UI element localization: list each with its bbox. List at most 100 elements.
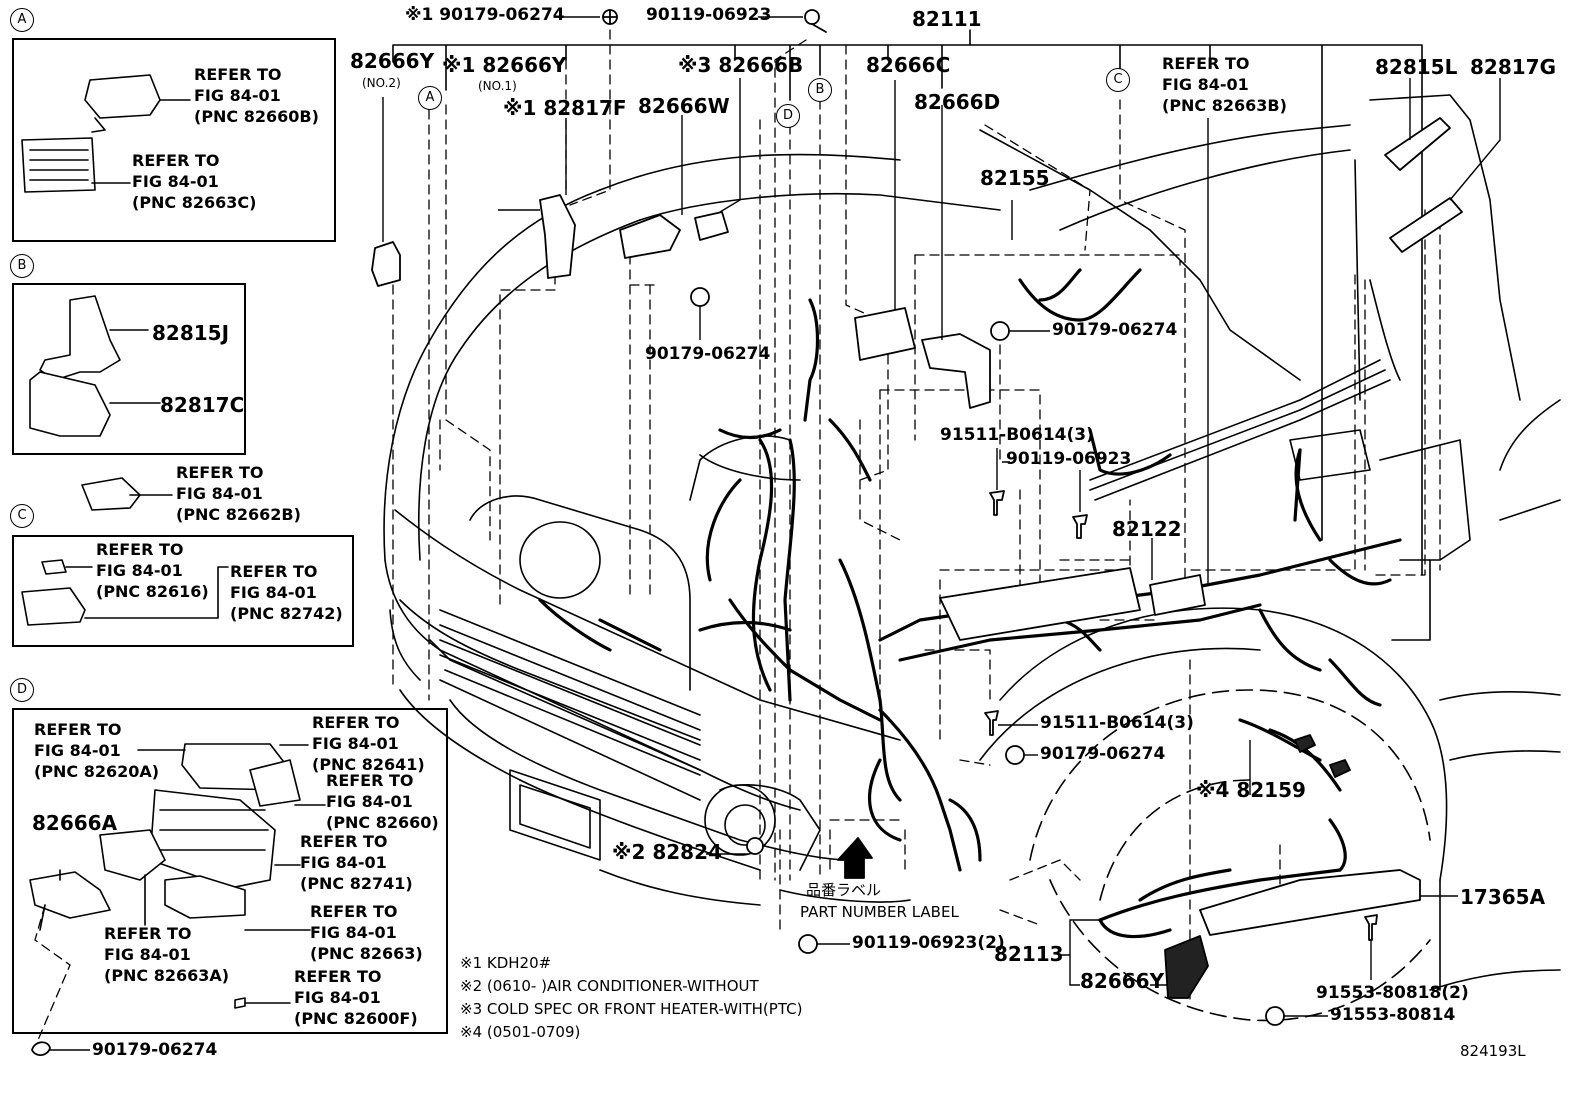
harness-wires — [538, 268, 1402, 939]
fastener-top-nut: ※1 90179-06274 — [405, 5, 565, 25]
note-4: ※4 (0501-0709) — [460, 1023, 581, 1041]
part-82666w: 82666W — [638, 94, 730, 118]
part-82824: ※2 82824 — [612, 840, 722, 864]
part-82815j: 82815J — [152, 321, 230, 345]
refer-82600f-line2: FIG 84-01 — [294, 988, 381, 1007]
part-82122: 82122 — [1112, 517, 1182, 541]
inset-c-drawing — [21, 559, 229, 626]
part-number-label-en: PART NUMBER LABEL — [800, 903, 959, 921]
fastener-91553-2: 91553-80818(2) — [1316, 983, 1469, 1003]
part-82815l: 82815L — [1375, 55, 1458, 79]
callout-c-inset: C — [10, 504, 34, 528]
refer-82742-line2: FIG 84-01 — [230, 583, 317, 602]
note-3: ※3 COLD SPEC OR FRONT HEATER-WITH(PTC) — [460, 1000, 803, 1018]
part-82666y-no2-note: (NO.2) — [362, 76, 401, 90]
refer-82662b-line1: REFER TO — [176, 463, 264, 482]
refer-82663b-line3: (PNC 82663B) — [1162, 96, 1287, 115]
fastener-90179-right: 90179-06274 — [1052, 320, 1178, 340]
refer-82620a-line1: REFER TO — [34, 720, 122, 739]
callout-d-inset: D — [10, 678, 34, 702]
refer-82616-line1: REFER TO — [96, 540, 184, 559]
refer-82741-line3: (PNC 82741) — [300, 874, 413, 893]
part-82113: 82113 — [994, 942, 1064, 966]
refer-82641: REFER TO FIG 84-01 (PNC 82641) — [312, 712, 425, 775]
refer-82663-line1: REFER TO — [310, 902, 398, 921]
part-82666y-bottom: 82666Y — [1080, 969, 1165, 993]
refer-82662b-line2: FIG 84-01 — [176, 484, 263, 503]
part-82666d: 82666D — [914, 90, 1001, 114]
wheel-outline — [1029, 689, 1431, 1022]
refer-82600f: REFER TO FIG 84-01 (PNC 82600F) — [294, 966, 418, 1029]
note-2: ※2 (0610- )AIR CONDITIONER-WITHOUT — [460, 977, 759, 995]
fastener-91553: 91553-80814 — [1330, 1005, 1456, 1025]
refer-82741: REFER TO FIG 84-01 (PNC 82741) — [300, 831, 413, 894]
refer-82663c-line3: (PNC 82663C) — [132, 193, 257, 212]
part-82666a: 82666A — [32, 811, 118, 835]
fastener-90179-bottom: 90179-06274 — [92, 1040, 218, 1060]
callout-a-inset: A — [10, 8, 34, 32]
refer-82660b-line1: REFER TO — [194, 65, 282, 84]
refer-82663b-line2: FIG 84-01 — [1162, 75, 1249, 94]
refer-82620a-line2: FIG 84-01 — [34, 741, 121, 760]
part-number-label-jp: 品番ラベル — [806, 881, 882, 899]
fastener-91511-b: 91511-B0614(3) — [1040, 713, 1194, 733]
refer-82662b: REFER TO FIG 84-01 (PNC 82662B) — [176, 462, 301, 525]
refer-82741-line1: REFER TO — [300, 832, 388, 851]
refer-82641-line2: FIG 84-01 — [312, 734, 399, 753]
part-82666y-no1-note: (NO.1) — [478, 79, 517, 93]
refer-82662b-line3: (PNC 82662B) — [176, 505, 301, 524]
part-82817c: 82817C — [160, 393, 245, 417]
refer-82663b: REFER TO FIG 84-01 (PNC 82663B) — [1162, 53, 1287, 116]
fastener-90119-2: 90119-06923(2) — [852, 933, 1005, 953]
refer-82660-line3: (PNC 82660) — [326, 813, 439, 832]
callout-a-diagram: A — [418, 86, 442, 110]
refer-82660b-line3: (PNC 82660B) — [194, 107, 319, 126]
part-82666y-no1: ※1 82666Y — [442, 53, 567, 77]
inset-a-drawing — [21, 74, 191, 193]
fastener-90179-lower: 90179-06274 — [1040, 744, 1166, 764]
part-82817g: 82817G — [1470, 55, 1556, 79]
refer-82663-line3: (PNC 82663) — [310, 944, 423, 963]
refer-82742-line3: (PNC 82742) — [230, 604, 343, 623]
refer-82663: REFER TO FIG 84-01 (PNC 82663) — [310, 901, 423, 964]
part-82817f: ※1 82817F — [503, 96, 627, 120]
part-82159: ※4 82159 — [1196, 778, 1306, 802]
refer-82663a: REFER TO FIG 84-01 (PNC 82663A) — [104, 923, 229, 986]
refer-82660b: REFER TO FIG 84-01 (PNC 82660B) — [194, 64, 319, 127]
refer-82641-line3: (PNC 82641) — [312, 755, 425, 774]
refer-82663a-line2: FIG 84-01 — [104, 945, 191, 964]
refer-82663c-line2: FIG 84-01 — [132, 172, 219, 191]
refer-82663-line2: FIG 84-01 — [310, 923, 397, 942]
figure-code: 824193L — [1460, 1042, 1526, 1060]
refer-82660-line1: REFER TO — [326, 771, 414, 790]
vehicle-body-outline — [383, 94, 1561, 991]
part-82666y-no2: 82666Y — [350, 49, 435, 73]
refer-82742: REFER TO FIG 84-01 (PNC 82742) — [230, 561, 343, 624]
part-82111: 82111 — [912, 7, 982, 31]
refer-82663a-line1: REFER TO — [104, 924, 192, 943]
dashed-leaders — [392, 29, 1441, 1001]
main-harness-bracket — [392, 29, 1423, 576]
inset-a-box — [12, 38, 336, 242]
inset-b-drawing — [29, 295, 161, 437]
refer-82663b-line1: REFER TO — [1162, 54, 1250, 73]
part-82666c: 82666C — [866, 53, 951, 77]
fastener-top-bolt: 90119-06923 — [646, 5, 772, 25]
part-82666b: ※3 82666B — [678, 53, 804, 77]
inset-c-box — [12, 535, 354, 647]
refer-82616-line2: FIG 84-01 — [96, 561, 183, 580]
refer-82616: REFER TO FIG 84-01 (PNC 82616) — [96, 539, 209, 602]
inset-d-box — [12, 708, 448, 1034]
callout-b-diagram: B — [808, 78, 832, 102]
callout-b-inset: B — [10, 254, 34, 278]
refer-82620a-line3: (PNC 82620A) — [34, 762, 160, 781]
part-82155: 82155 — [980, 166, 1050, 190]
refer-82742-line1: REFER TO — [230, 562, 318, 581]
refer-82663c-line1: REFER TO — [132, 151, 220, 170]
note-1: ※1 KDH20# — [460, 954, 552, 972]
refer-82660: REFER TO FIG 84-01 (PNC 82660) — [326, 770, 439, 833]
callout-d-diagram: D — [776, 104, 800, 128]
inset-b-box — [12, 283, 246, 455]
fastener-90179-mid: 90179-06274 — [645, 344, 771, 364]
